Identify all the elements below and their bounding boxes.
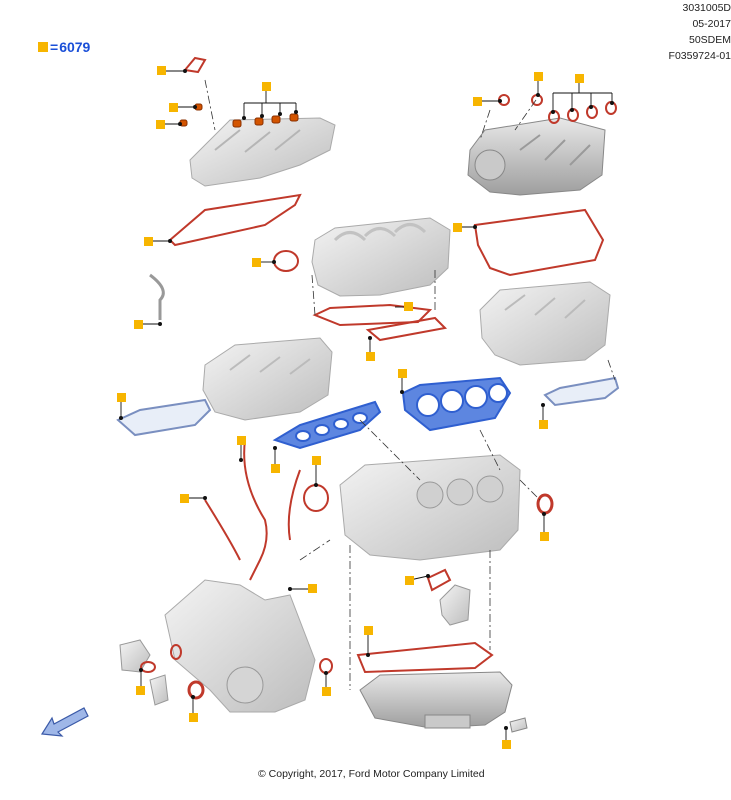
oil-filter-adapter xyxy=(439,584,471,626)
rear-main-seal xyxy=(287,469,301,541)
right-cylinder-head xyxy=(479,281,611,366)
tube-seal xyxy=(232,119,242,128)
reference-codes: 3031005D 05-2017 50SDEM F0359724-01 xyxy=(0,0,731,64)
exhaust-gasket-right xyxy=(543,376,620,407)
ref-number: 3031005D xyxy=(682,2,731,14)
ref-model: 50SDEM xyxy=(688,34,731,46)
pump-oring xyxy=(170,644,182,660)
thermostat-housing xyxy=(119,639,169,706)
right-valve-cover xyxy=(467,117,606,196)
arrow-icon xyxy=(40,707,89,737)
head-gasket-left-bores xyxy=(295,412,368,442)
drain-plug xyxy=(509,717,528,733)
legend: = 6079 xyxy=(38,39,90,55)
tube-seal xyxy=(254,117,264,126)
engine-block xyxy=(339,454,521,561)
timing-cover xyxy=(164,579,316,713)
left-cylinder-head xyxy=(202,337,333,421)
front-cover-gasket-2 xyxy=(204,499,241,561)
left-valve-cover xyxy=(189,117,336,187)
upper-valve-cover-gasket xyxy=(183,56,207,74)
copyright-text: © Copyright, 2017, Ford Motor Company Li… xyxy=(258,768,485,780)
valve-cover-gasket-right xyxy=(473,208,605,277)
oil-pan xyxy=(359,671,513,729)
front-crank-seal xyxy=(187,680,205,700)
crank-seal xyxy=(536,493,554,515)
tube-seal xyxy=(271,115,281,124)
intake-gasket-2 xyxy=(365,316,448,342)
oil-pan-gasket xyxy=(356,641,494,674)
cover-oring xyxy=(319,658,333,674)
exhaust-gasket-left xyxy=(116,398,212,437)
valve-cover-gasket-left xyxy=(168,193,302,247)
intake-manifold xyxy=(311,217,451,297)
throttle-body-gasket xyxy=(273,250,299,272)
water-outlet-gasket xyxy=(303,484,329,512)
legend-marker-icon xyxy=(38,42,48,52)
callout-markers xyxy=(117,66,614,749)
legend-equals: = xyxy=(50,39,59,55)
intake-gasket xyxy=(312,303,433,327)
pump-oring-2 xyxy=(140,661,156,673)
oil-adapter-gasket xyxy=(426,568,452,592)
dipstick-tube xyxy=(149,273,165,320)
front-cover-gasket xyxy=(243,439,268,581)
legend-code: 6079 xyxy=(59,39,91,55)
ref-date: 05-2017 xyxy=(692,18,731,30)
ref-figure-id: F0359724-01 xyxy=(668,50,731,62)
head-gasket-right-bores xyxy=(416,383,508,417)
tube-seal xyxy=(289,113,299,122)
